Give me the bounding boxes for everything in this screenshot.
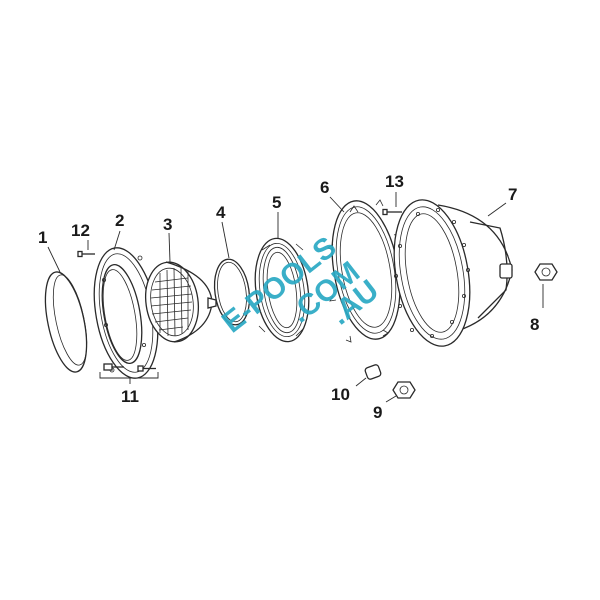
callout-1: 1 bbox=[38, 228, 47, 247]
callout-5: 5 bbox=[272, 193, 281, 212]
lamp-grid bbox=[150, 267, 193, 337]
part-7-niche-housing bbox=[393, 199, 513, 347]
callout-4: 4 bbox=[216, 203, 226, 222]
part-1-lens-cover bbox=[44, 246, 88, 373]
callout-6: 6 bbox=[320, 178, 329, 197]
part-11-screw-set bbox=[99, 363, 159, 384]
callout-11: 11 bbox=[121, 387, 139, 406]
callout-9: 9 bbox=[373, 403, 382, 422]
part-10-plug bbox=[355, 364, 382, 387]
part-8-hex-fitting bbox=[534, 263, 558, 308]
callout-3: 3 bbox=[163, 215, 172, 234]
callout-10: 10 bbox=[331, 385, 350, 404]
callout-8: 8 bbox=[530, 315, 539, 334]
callout-2: 2 bbox=[115, 211, 124, 230]
part-4-gasket bbox=[213, 221, 251, 326]
part-12-screw bbox=[77, 240, 95, 258]
part-5-retainer bbox=[254, 212, 310, 343]
part-9-gland-nut bbox=[385, 381, 416, 403]
callout-13: 13 bbox=[385, 172, 404, 191]
callout-labels: 1 12 2 3 4 5 6 13 7 8 10 9 11 bbox=[38, 172, 539, 422]
part-3-lamp bbox=[145, 232, 217, 343]
housing-bolt-holes bbox=[393, 207, 470, 338]
part-13-screw bbox=[382, 192, 402, 216]
part-6-clamp-ring bbox=[327, 196, 405, 343]
callout-7: 7 bbox=[508, 185, 517, 204]
callout-12: 12 bbox=[71, 221, 90, 240]
